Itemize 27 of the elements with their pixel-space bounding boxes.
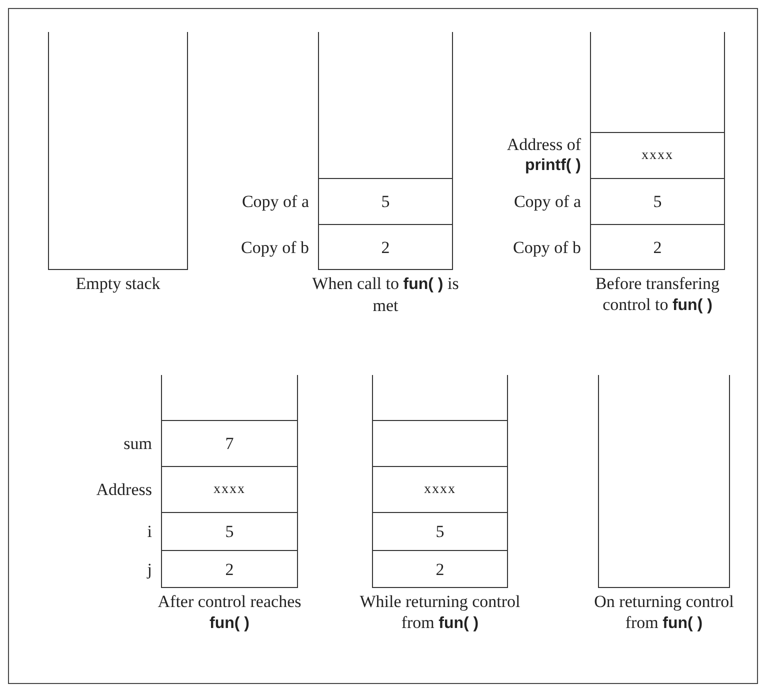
cell-value: xxxx <box>642 148 674 164</box>
stack-caption: While returning control from fun( ) <box>358 591 522 634</box>
stack-caption: On returning control from fun( ) <box>593 591 735 634</box>
cell-value: xxxx <box>214 482 246 498</box>
slot-label: Copy of b <box>512 238 581 258</box>
cell-value: 2 <box>436 560 444 580</box>
cell-value: 5 <box>653 192 662 212</box>
slot-label: sum <box>122 434 152 454</box>
slot-label: Address of printf( ) <box>506 135 581 176</box>
slot-label: Copy of a <box>512 192 581 212</box>
cell-value: 2 <box>381 238 390 258</box>
cell-value: 5 <box>436 522 444 542</box>
cell-value: 7 <box>225 434 234 454</box>
slot-label: Address <box>95 480 152 500</box>
cell-value: 2 <box>653 238 662 258</box>
cell-value: xxxx <box>424 482 456 498</box>
slot-label: Copy of b <box>240 238 309 258</box>
stack-caption: When call to fun( ) is met <box>311 273 460 316</box>
stack-caption: Before transfering control to fun( ) <box>594 273 721 316</box>
stack-caption: After control reaches fun( ) <box>156 591 302 634</box>
slot-label: i <box>146 522 152 542</box>
slot-label: j <box>146 560 152 580</box>
cell-value: 5 <box>225 522 234 542</box>
stack-caption: Empty stack <box>74 273 162 294</box>
cell-value: 5 <box>381 192 390 212</box>
cell-value: 2 <box>225 560 234 580</box>
slot-label: Copy of a <box>240 192 309 212</box>
